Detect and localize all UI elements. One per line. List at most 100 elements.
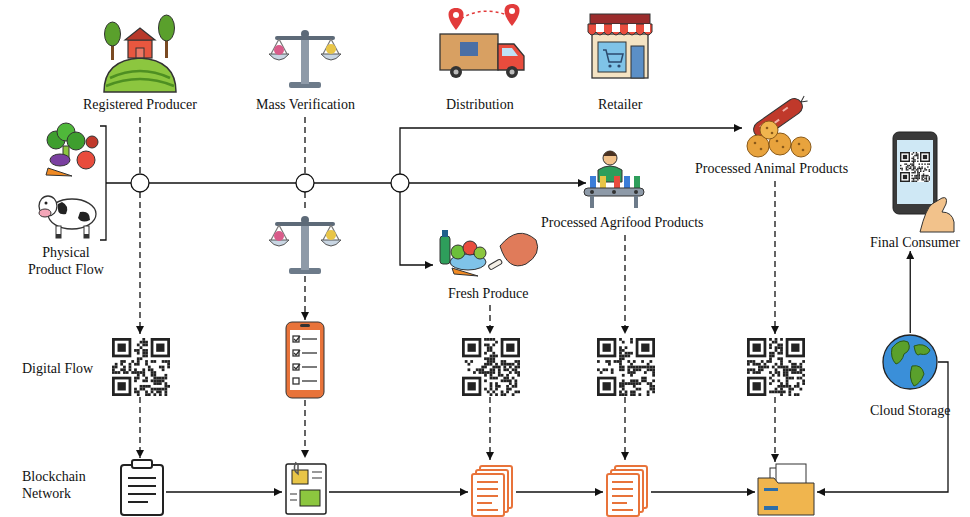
qr-module — [772, 374, 775, 377]
notes-icon — [312, 471, 322, 472]
qr-module — [914, 175, 915, 176]
qr-module — [622, 357, 625, 360]
notes-icon — [292, 470, 308, 484]
qr-module — [597, 377, 616, 396]
checklist-phone-icon — [302, 366, 317, 367]
qr-module — [622, 388, 625, 391]
qr-module — [473, 371, 476, 374]
qr-module — [619, 363, 622, 366]
qr-module — [490, 377, 493, 380]
qr-module — [622, 374, 625, 377]
qr-module — [923, 179, 924, 180]
qr-module — [926, 169, 927, 170]
qr-ground — [900, 152, 930, 182]
junction-circle — [296, 174, 314, 192]
qr-module — [797, 382, 800, 385]
icon-caption-node: Retailer — [595, 18, 645, 113]
qr-module — [627, 368, 630, 371]
qr-module — [462, 338, 481, 357]
qr-module — [490, 371, 493, 374]
qr-module — [611, 368, 614, 371]
store-icon — [644, 24, 650, 32]
qr-module — [917, 175, 918, 176]
qr-module — [142, 341, 145, 344]
qr-module — [131, 360, 134, 363]
qr-module — [162, 368, 165, 371]
qr-module — [797, 393, 800, 396]
qr-module — [137, 377, 140, 380]
sausage-cookie-icon — [747, 92, 811, 157]
qr-module — [137, 349, 140, 352]
qr-module — [167, 360, 170, 363]
qr-module — [115, 341, 129, 355]
qr-module — [799, 366, 802, 369]
qr-module — [495, 385, 498, 388]
qr-module — [777, 390, 780, 393]
qr-module — [641, 366, 644, 369]
conveyor-icon — [584, 188, 644, 196]
qr-module — [164, 393, 167, 396]
qr-module — [900, 165, 901, 166]
farm-icon — [159, 15, 175, 41]
store-icon — [588, 24, 652, 35]
qr-module — [914, 155, 915, 156]
globe-icon — [910, 366, 924, 386]
qr-module — [142, 374, 145, 377]
qr-module — [923, 171, 924, 172]
qr-module — [788, 360, 791, 363]
phone-icon — [897, 140, 933, 204]
qr-module — [142, 355, 145, 358]
qr-module — [159, 366, 162, 369]
qr-module — [909, 165, 910, 166]
qr-module — [917, 171, 918, 172]
qr-module — [780, 344, 783, 347]
qr-module — [509, 363, 512, 366]
qr-module — [913, 158, 914, 159]
qr-module — [495, 355, 498, 358]
qr-ground — [597, 338, 655, 396]
qr-module — [755, 371, 758, 374]
qr-module — [652, 388, 655, 391]
sausage-cookie-icon — [766, 127, 769, 130]
qr-ground — [112, 338, 170, 396]
product-flow-lines — [314, 182, 391, 183]
conveyor-icon — [634, 196, 638, 208]
conveyor-icon — [590, 196, 594, 208]
icon-caption-node: Cloud Storage — [867, 333, 954, 419]
qr-module — [517, 360, 520, 363]
qr-module — [769, 352, 772, 355]
qr-module — [619, 393, 622, 396]
sausage-cookie-icon — [782, 146, 785, 149]
qr-module — [487, 390, 490, 393]
qr-module — [506, 368, 509, 371]
qr-module — [151, 379, 154, 382]
qr-module — [920, 171, 921, 172]
qr-module — [924, 175, 925, 176]
qr-module — [487, 349, 490, 352]
qr-module — [492, 371, 495, 374]
qr-module — [481, 366, 484, 369]
qr-module — [490, 374, 493, 377]
chain-arrow — [166, 491, 282, 492]
qr-module — [470, 360, 473, 363]
qr-module — [799, 388, 802, 391]
qr-module — [914, 161, 915, 162]
qr-module — [142, 379, 145, 382]
qr-module — [164, 360, 167, 363]
store-icon — [588, 14, 652, 78]
qr-module — [907, 169, 908, 170]
qr-module — [921, 179, 922, 180]
qr-module — [652, 366, 655, 369]
icon-caption-node: Processed Agrifood Products — [538, 148, 707, 231]
cow-icon — [39, 196, 96, 238]
qr-module — [910, 163, 911, 164]
qr-module — [906, 163, 907, 164]
qr-module — [775, 363, 778, 366]
qr-module — [625, 393, 628, 396]
icon-caption-node: Distribution — [443, 18, 517, 113]
globe-icon — [883, 335, 937, 389]
dashed-link — [304, 117, 305, 174]
qr-module — [911, 165, 912, 166]
qr-module — [468, 382, 476, 390]
caption-text: Retailer — [598, 96, 642, 113]
